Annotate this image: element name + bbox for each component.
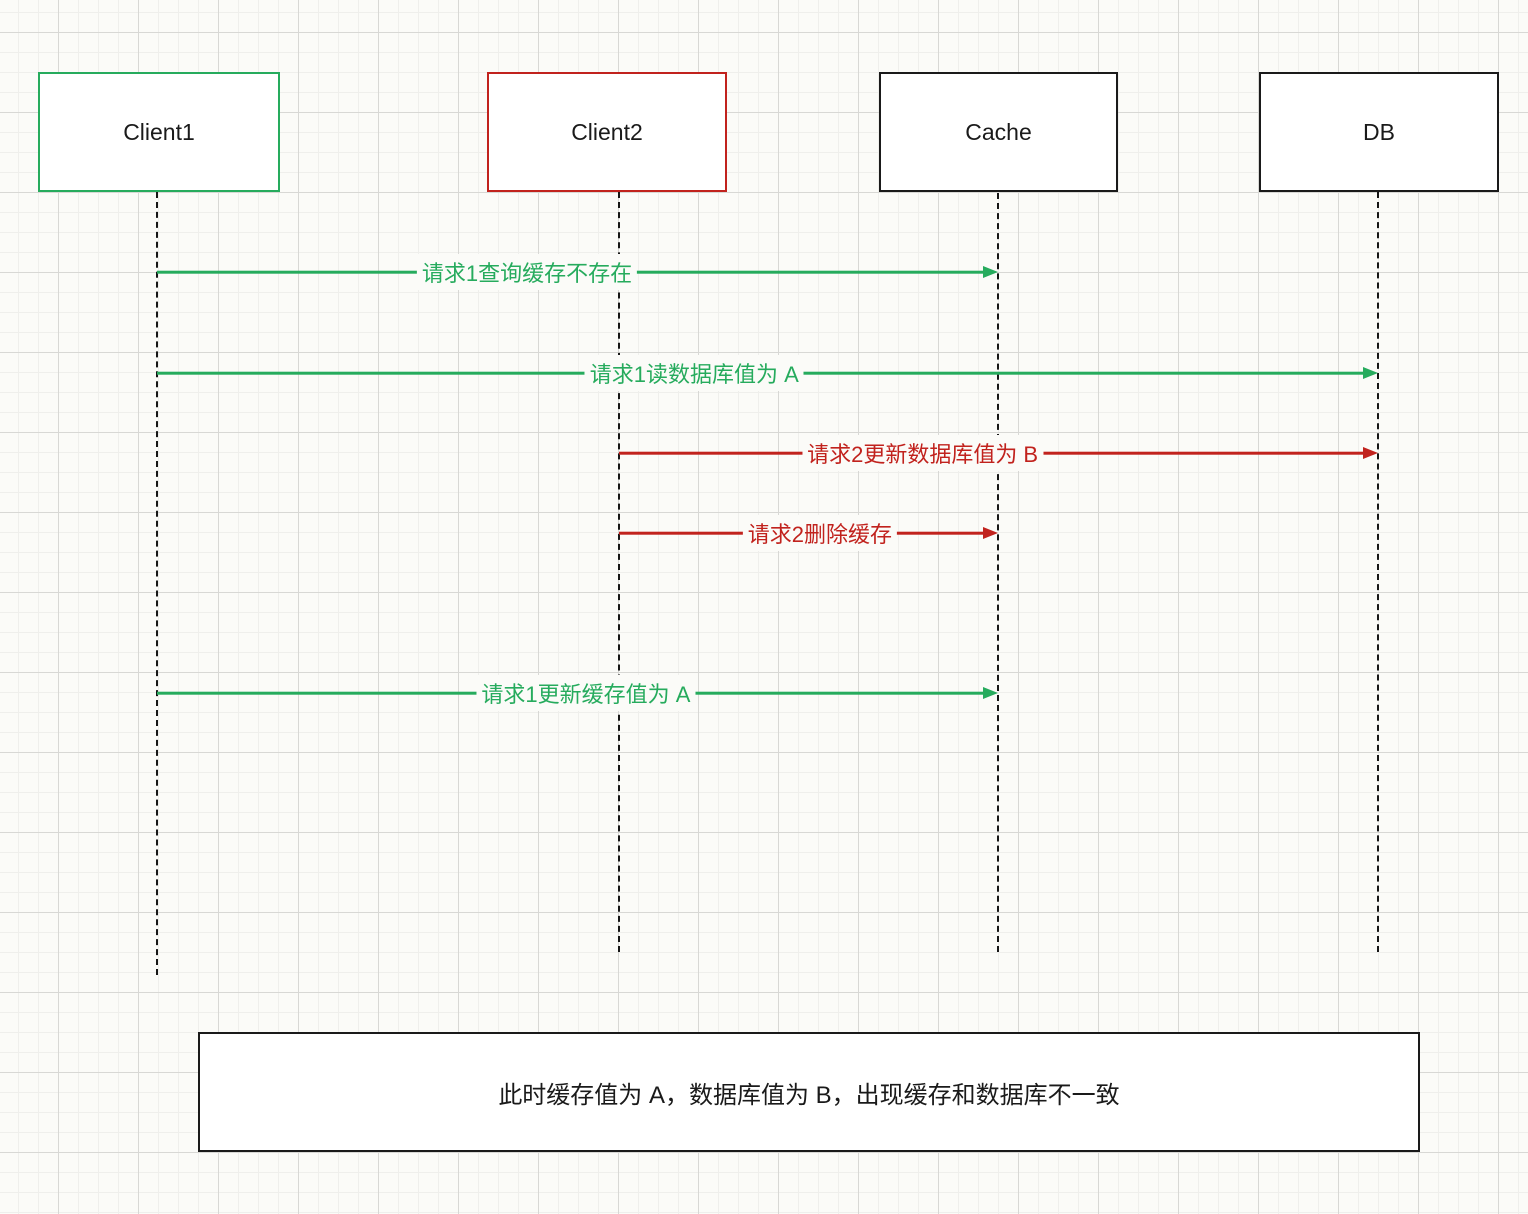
message-label-4: 请求2删除缓存 xyxy=(742,515,897,551)
arrow-head-icon xyxy=(1363,447,1378,459)
actor-box-client1: Client1 xyxy=(38,72,280,192)
arrow-head-icon xyxy=(983,266,998,278)
arrow-head-icon xyxy=(1363,367,1378,379)
conclusion-note-text: 此时缓存值为 A，数据库值为 B，出现缓存和数据库不一致 xyxy=(498,1081,1120,1109)
message-label-2: 请求1读数据库值为 A xyxy=(584,355,804,391)
message-label-1: 请求1查询缓存不存在 xyxy=(416,254,638,290)
lifeline-client1 xyxy=(156,192,158,975)
message-arrow-3-client2-to-db: 请求2更新数据库值为 B xyxy=(619,435,1378,471)
arrow-head-icon xyxy=(983,687,998,699)
message-arrow-5-client1-to-cache: 请求1更新缓存值为 A xyxy=(157,675,998,711)
actor-box-cache: Cache xyxy=(879,72,1118,192)
lifeline-db xyxy=(1377,192,1379,952)
conclusion-note-box: 此时缓存值为 A，数据库值为 B，出现缓存和数据库不一致 xyxy=(198,1032,1420,1152)
lifeline-client2 xyxy=(618,192,620,952)
lifeline-cache xyxy=(997,193,999,952)
message-label-5: 请求1更新缓存值为 A xyxy=(476,675,696,711)
actor-label-db: DB xyxy=(1363,118,1395,145)
actor-label-cache: Cache xyxy=(965,118,1032,145)
actor-label-client1: Client1 xyxy=(123,118,195,145)
arrow-head-icon xyxy=(983,527,998,539)
message-arrow-4-client2-to-cache: 请求2删除缓存 xyxy=(619,515,998,551)
message-label-3: 请求2更新数据库值为 B xyxy=(802,435,1044,471)
message-arrow-1-client1-to-cache: 请求1查询缓存不存在 xyxy=(157,254,998,290)
actor-box-client2: Client2 xyxy=(487,72,727,192)
message-arrow-2-client1-to-db: 请求1读数据库值为 A xyxy=(157,355,1378,391)
actor-label-client2: Client2 xyxy=(571,118,643,145)
actor-box-db: DB xyxy=(1259,72,1499,192)
